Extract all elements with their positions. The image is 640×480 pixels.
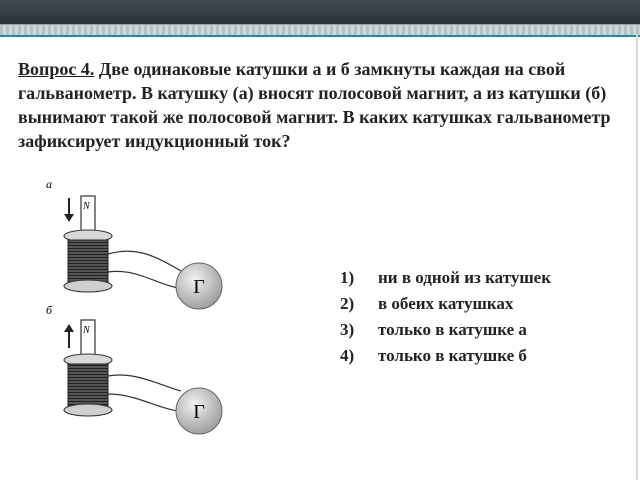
coil-b-assembly: б N Г xyxy=(46,303,223,435)
magnet-b-pole-label: N xyxy=(82,325,91,336)
wire-b-2 xyxy=(107,393,179,412)
coil-b-label: б xyxy=(46,303,53,317)
answer-option-4[interactable]: 4) только в катушке б xyxy=(340,343,551,369)
slide-title-stripe xyxy=(0,24,640,37)
coils-galvanometer-figure: а N Г б N Г xyxy=(46,177,223,435)
coil-a-label: а xyxy=(46,177,52,191)
galvanometer-b xyxy=(175,387,223,435)
question-text-block: Вопрос 4. Две одинаковые катушки а и б з… xyxy=(18,57,630,153)
coil-b-bottom-flange xyxy=(63,403,113,417)
answer-text: в обеих катушках xyxy=(378,294,514,313)
coil-a-winding xyxy=(67,239,109,285)
answer-text: только в катушке б xyxy=(378,346,527,365)
answer-options-list: 1) ни в одной из катушек 2) в обеих катушк… xyxy=(340,265,551,369)
coil-a-assembly: а N Г xyxy=(46,177,223,310)
wire-a-1 xyxy=(107,250,182,272)
arrow-down-icon xyxy=(64,198,74,222)
answer-option-1[interactable]: 1) ни в одной из катушек xyxy=(340,265,551,291)
slide-edge-divider xyxy=(636,34,638,480)
galvanometer-b-label: Г xyxy=(193,401,205,423)
answer-text: только в катушке а xyxy=(378,320,527,339)
galvanometer-a xyxy=(175,262,223,310)
wire-b-1 xyxy=(107,374,182,392)
answer-option-3[interactable]: 3) только в катушке а xyxy=(340,317,551,343)
coil-a-bottom-flange xyxy=(63,279,113,293)
answer-option-2[interactable]: 2) в обеих катушках xyxy=(340,291,551,317)
coil-b-winding xyxy=(67,363,109,409)
arrow-up-icon xyxy=(64,324,74,348)
answer-number: 2) xyxy=(340,294,355,313)
question-body: Две одинаковые катушки а и б замкнуты ка… xyxy=(18,59,611,151)
slide-title-bar xyxy=(0,0,640,24)
wire-a-2 xyxy=(107,270,179,289)
question-label: Вопрос 4. xyxy=(18,59,95,79)
answer-number: 4) xyxy=(340,346,355,365)
magnet-a-pole-label: N xyxy=(82,201,91,212)
galvanometer-a-label: Г xyxy=(193,276,205,298)
answer-text: ни в одной из катушек xyxy=(378,268,552,287)
answer-number: 1) xyxy=(340,268,355,287)
answer-number: 3) xyxy=(340,320,355,339)
